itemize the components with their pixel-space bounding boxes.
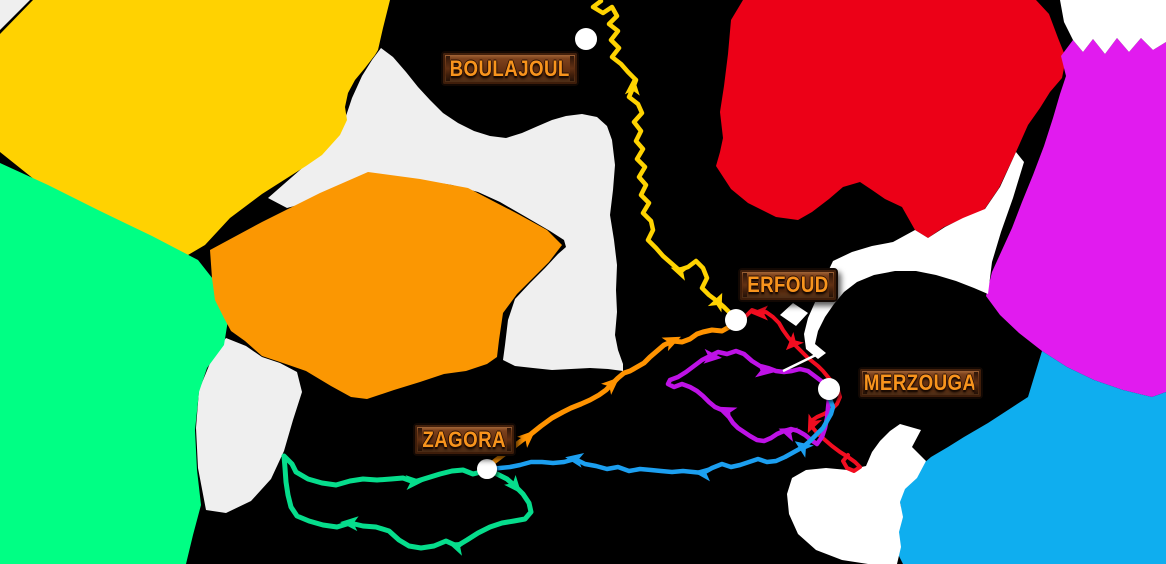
route-arrow-erfoud-zagora: [661, 336, 682, 352]
region-green-territory: [0, 163, 228, 564]
waypoint-zagora[interactable]: [477, 459, 497, 479]
route-arrow-merzouga-zagora: [693, 466, 712, 482]
route-arrow-erfoud-merzouga-south: [807, 413, 823, 434]
route-merzouga-zagora: [488, 396, 836, 476]
route-arrow-merzouga-loop: [778, 427, 799, 442]
region-blue-territory: [897, 351, 1166, 564]
route-zagora-loop: [281, 453, 534, 551]
region-white-diamond-erfoud: [780, 303, 808, 326]
region-gray-band-center: [268, 48, 623, 371]
region-gray-south-zagora: [196, 338, 302, 513]
route-arrow-erfoud-merzouga-south: [750, 305, 768, 321]
waypoints-layer: [477, 28, 840, 479]
waypoint-boulajoul[interactable]: [575, 28, 597, 50]
route-arrow-zagora-loop: [447, 541, 468, 556]
city-sign-boulajoul[interactable]: BOULAJOUL: [441, 51, 579, 86]
route-arrow-merzouga-loop: [703, 348, 722, 364]
route-arrow-zagora-loop: [340, 516, 359, 532]
route-arrow-merzouga-loop: [717, 406, 738, 422]
route-arrow-boulajoul-erfoud: [670, 266, 691, 281]
city-sign-label: BOULAJOUL: [449, 55, 571, 81]
route-arrow-erfoud-zagora: [601, 377, 620, 395]
region-yellow-territory: [0, 0, 390, 255]
region-red-territory: [716, 0, 1066, 238]
waypoint-erfoud[interactable]: [725, 309, 747, 331]
city-sign-merzouga[interactable]: MERZOUGA: [858, 367, 983, 399]
city-sign-label: MERZOUGA: [864, 370, 977, 395]
region-white-south-merzouga: [787, 424, 926, 564]
region-white-topright-corner: [1060, 0, 1166, 54]
route-arrow-erfoud-merzouga-south: [785, 332, 804, 351]
region-orange-territory: [210, 172, 562, 399]
route-arrow-boulajoul-erfoud: [624, 77, 640, 96]
region-magenta-territory: [986, 38, 1166, 397]
route-arrow-merzouga-zagora: [794, 441, 814, 458]
route-arrow-zagora-loop: [504, 475, 522, 494]
waypoint-merzouga[interactable]: [818, 378, 840, 400]
city-sign-zagora[interactable]: ZAGORA: [413, 423, 516, 456]
city-sign-erfoud[interactable]: ERFOUD: [738, 268, 838, 302]
city-sign-label: ERFOUD: [747, 272, 829, 297]
merzouga-pointer-line: [782, 351, 821, 373]
route-arrow-merzouga-loop: [755, 362, 774, 378]
route-arrow-zagora-loop: [405, 475, 424, 491]
route-arrow-merzouga-zagora: [565, 453, 585, 468]
route-boulajoul-erfoud: [590, 0, 738, 322]
region-gray-topleft-corner: [0, 0, 30, 30]
region-white-north-merzouga: [804, 152, 1024, 359]
city-sign-label: ZAGORA: [422, 426, 507, 452]
routes-layer: [281, 0, 862, 556]
route-arrow-erfoud-zagora: [517, 430, 536, 448]
route-arrow-boulajoul-erfoud: [707, 292, 723, 313]
